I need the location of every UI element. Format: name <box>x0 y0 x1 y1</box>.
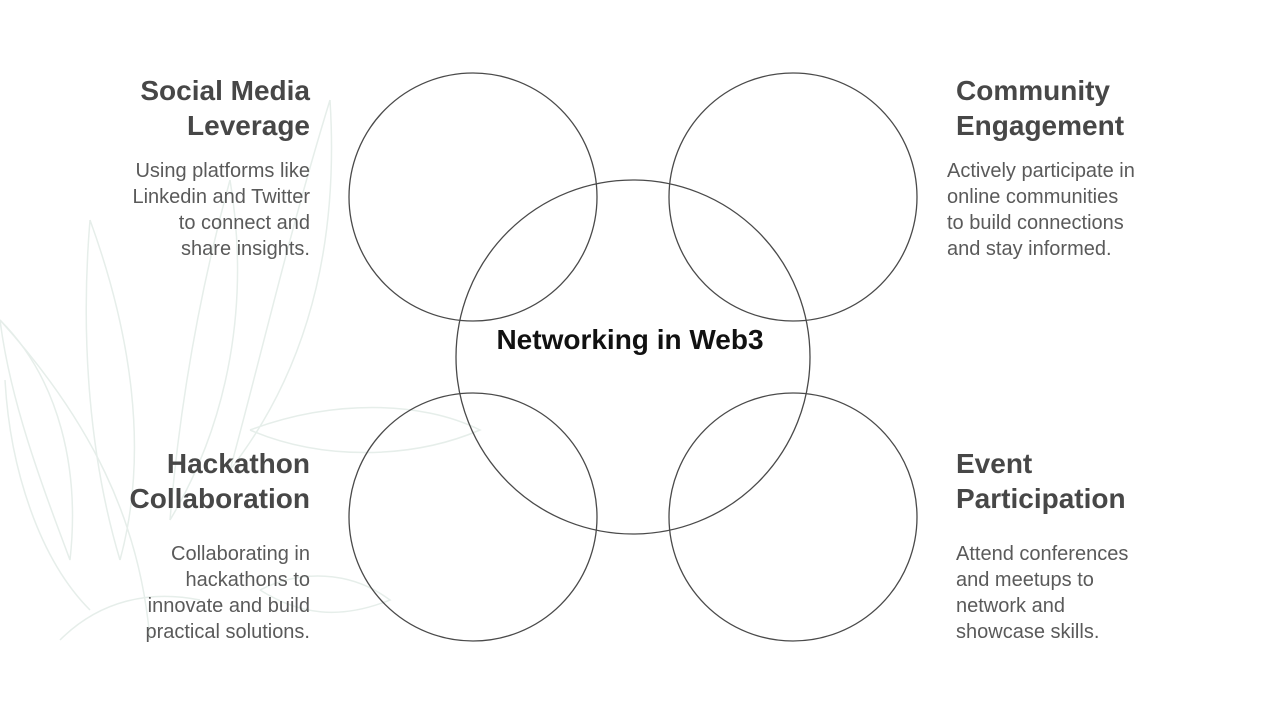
title-line: Engagement <box>956 110 1125 141</box>
circle-community <box>668 72 918 322</box>
description-line: showcase skills. <box>956 621 1100 643</box>
description-line: and stay informed. <box>947 238 1112 260</box>
description-line: online communities <box>947 186 1119 208</box>
description-line: innovate and build <box>147 595 310 617</box>
node-description: Actively participate in online communiti… <box>947 158 1196 262</box>
center-label: Networking in Web3 <box>496 324 764 355</box>
description-line: to connect and <box>178 212 310 234</box>
title-line: Participation <box>956 483 1126 514</box>
circle-event <box>668 392 918 642</box>
title-line: Community <box>956 75 1110 106</box>
node-social-media: Social Media Leverage Using platforms li… <box>70 73 310 262</box>
title-line: Leverage <box>187 110 310 141</box>
title-line: Event <box>956 448 1033 479</box>
node-hackathon: Hackathon Collaboration Collaborating in… <box>70 446 310 645</box>
node-title: Community Engagement <box>956 73 1196 143</box>
description-line: to build connections <box>947 212 1124 234</box>
circle-center <box>455 179 811 535</box>
node-title: Hackathon Collaboration <box>70 446 310 516</box>
title-line: Collaboration <box>129 483 310 514</box>
node-description: Attend conferences and meetups to networ… <box>956 541 1196 645</box>
description-line: network and <box>956 595 1065 617</box>
node-title: Social Media Leverage <box>70 73 310 143</box>
description-line: practical solutions. <box>145 621 310 643</box>
description-line: Linkedin and Twitter <box>132 186 310 208</box>
description-line: and meetups to <box>956 569 1094 591</box>
description-line: Attend conferences <box>956 543 1129 565</box>
leaf-watermark <box>0 99 482 641</box>
description-line: Actively participate in <box>947 160 1135 182</box>
node-title: Event Participation <box>956 446 1196 516</box>
node-event: Event Participation Attend conferences a… <box>956 446 1196 645</box>
title-line: Social Media <box>140 75 310 106</box>
description-line: share insights. <box>181 238 310 260</box>
title-line: Hackathon <box>166 448 310 479</box>
circle-social-media <box>348 72 598 322</box>
description-line: Using platforms like <box>135 160 310 182</box>
node-community: Community Engagement Actively participat… <box>947 73 1196 262</box>
description-line: Collaborating in <box>171 543 310 565</box>
circle-hackathon <box>348 392 598 642</box>
venn-circles <box>348 72 918 642</box>
node-description: Collaborating in hackathons to innovate … <box>70 541 310 645</box>
description-line: hackathons to <box>185 569 310 591</box>
node-description: Using platforms like Linkedin and Twitte… <box>70 158 310 262</box>
